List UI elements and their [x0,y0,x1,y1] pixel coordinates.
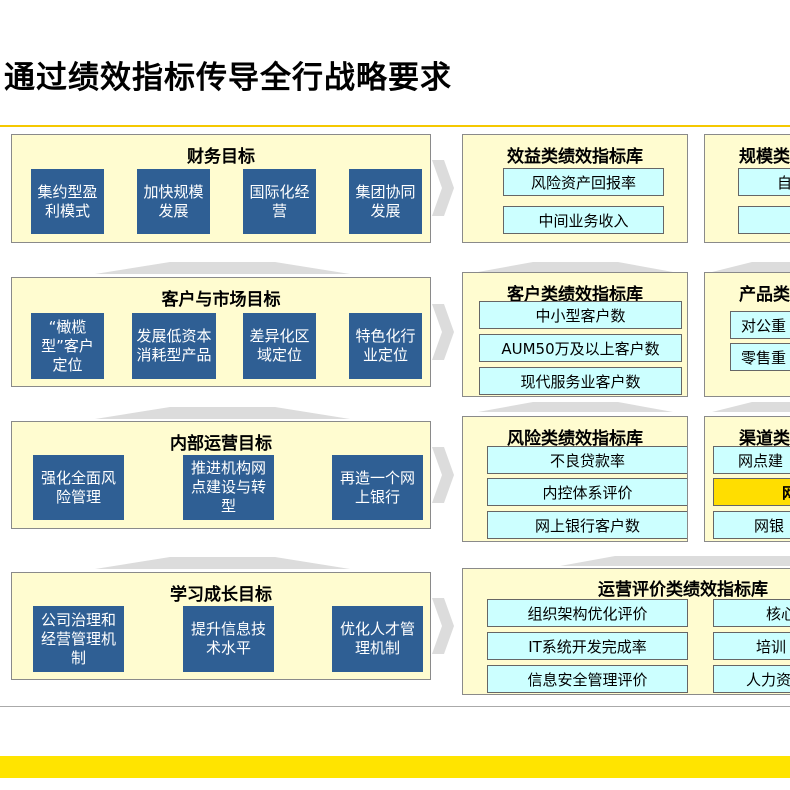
objective-item: 差异化区域定位 [243,313,316,379]
chevron-right-icon [432,160,454,216]
indicator-item-highlight: 网 [713,478,790,506]
library-panel-channel: 渠道类 网点建 网 网银 [704,416,790,542]
library-panel-benefit: 效益类绩效指标库 风险资产回报率 中间业务收入 [462,134,688,243]
objective-item: 提升信息技术水平 [183,606,274,672]
objective-item: 公司治理和经营管理机制 [33,606,124,672]
objective-panel-customer: 客户与市场目标 “橄榄型”客户定位 发展低资本消耗型产品 差异化区域定位 特色化… [11,277,431,387]
objective-title-learning: 学习成长目标 [170,585,272,605]
objective-item: 强化全面风险管理 [33,455,124,520]
indicator-item: AUM50万及以上客户数 [479,334,682,362]
footer-band [0,756,790,778]
chevron-right-icon [432,598,454,654]
bottom-divider [0,706,790,707]
indicator-item: 中间业务收入 [503,206,664,234]
indicator-item: 培训 [713,632,790,660]
library-panel-scale: 规模类 自 [704,134,790,243]
objective-item: 优化人才管理机制 [332,606,423,672]
indicator-item: 核心 [713,599,790,627]
objective-panel-operations: 内部运营目标 强化全面风险管理 推进机构网点建设与转型 再造一个网上银行 [11,421,431,529]
indicator-item: 网上银行客户数 [487,511,687,539]
indicator-item: 不良贷款率 [487,446,687,474]
up-arrow-icon [560,556,790,566]
objective-item: “橄榄型”客户定位 [31,313,104,379]
objective-item: 推进机构网点建设与转型 [183,455,274,520]
objective-item: 集团协同发展 [349,169,422,234]
library-panel-risk: 风险类绩效指标库 不良贷款率 内控体系评价 网上银行客户数 [462,416,688,542]
objective-panel-finance: 财务目标 集约型盈利模式 加快规模发展 国际化经营 集团协同发展 [11,134,431,243]
objective-title-finance: 财务目标 [187,147,255,167]
indicator-item: 现代服务业客户数 [479,367,682,395]
library-title-customer: 客户类绩效指标库 [507,285,643,305]
library-panel-product: 产品类 对公重 零售重 [704,272,790,397]
title-underline [0,125,790,127]
indicator-item: 风险资产回报率 [503,168,664,196]
up-arrow-icon [95,262,350,274]
library-title-scale: 规模类 [739,147,790,167]
indicator-item: 对公重 [730,311,790,339]
page-title: 通过绩效指标传导全行战略要求 [4,60,452,96]
up-arrow-icon [478,402,673,412]
indicator-item: 组织架构优化评价 [487,599,688,627]
indicator-item: 内控体系评价 [487,478,687,506]
objective-item: 集约型盈利模式 [31,169,104,234]
up-arrow-icon [478,262,673,272]
objective-panel-learning: 学习成长目标 公司治理和经营管理机制 提升信息技术水平 优化人才管理机制 [11,572,431,680]
library-title-channel: 渠道类 [739,429,790,449]
indicator-item: 自 [738,168,790,196]
objective-item: 发展低资本消耗型产品 [132,313,216,379]
objective-item: 加快规模发展 [137,169,210,234]
up-arrow-icon [712,402,790,412]
chevron-right-icon [432,447,454,503]
objective-item: 再造一个网上银行 [332,455,423,520]
objective-title-customer: 客户与市场目标 [161,290,281,310]
indicator-item: 中小型客户数 [479,301,682,329]
indicator-item: 网银 [713,511,790,539]
objective-item: 国际化经营 [243,169,316,234]
indicator-item: 网点建 [713,446,790,474]
indicator-item [738,206,790,234]
indicator-item: IT系统开发完成率 [487,632,688,660]
indicator-item: 人力资 [713,665,790,693]
indicator-item: 信息安全管理评价 [487,665,688,693]
library-panel-customer: 客户类绩效指标库 中小型客户数 AUM50万及以上客户数 现代服务业客户数 [462,272,688,397]
chevron-right-icon [432,304,454,360]
library-title-risk: 风险类绩效指标库 [507,429,643,449]
library-title-product: 产品类 [739,285,790,305]
library-title-operations: 运营评价类绩效指标库 [598,580,768,600]
objective-title-operations: 内部运营目标 [170,434,272,454]
up-arrow-icon [712,262,790,272]
objective-item: 特色化行业定位 [349,313,422,379]
up-arrow-icon [95,407,350,419]
library-panel-operations: 运营评价类绩效指标库 组织架构优化评价 IT系统开发完成率 信息安全管理评价 核… [462,568,790,695]
up-arrow-icon [95,557,350,569]
indicator-item: 零售重 [730,343,790,371]
library-title-benefit: 效益类绩效指标库 [507,147,643,167]
